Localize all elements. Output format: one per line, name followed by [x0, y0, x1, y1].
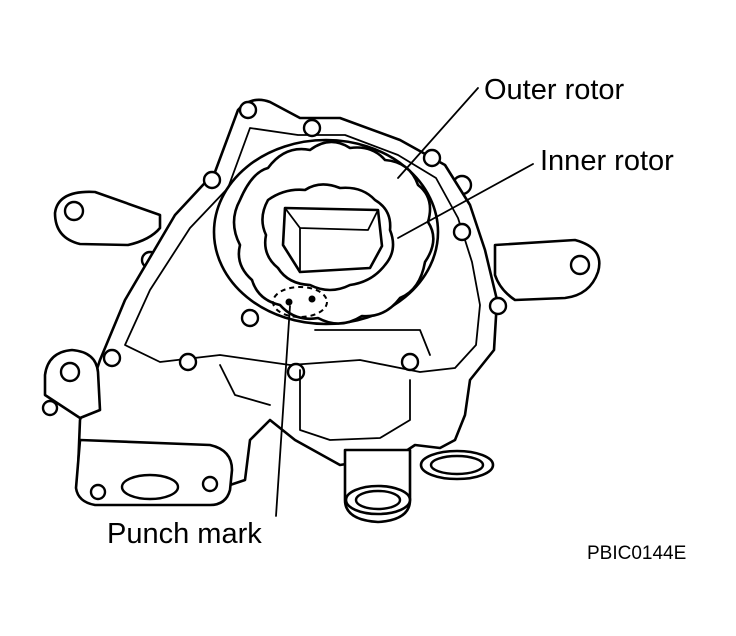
punch-mark-indicator	[272, 286, 328, 318]
outlet-pipe	[343, 448, 412, 524]
outer-rotor-label: Outer rotor	[484, 74, 625, 106]
inner-rotor-leader	[397, 163, 534, 239]
right-mounting-ear	[451, 174, 601, 302]
outer-rotor-leader	[397, 87, 479, 179]
lower-left-flange	[41, 348, 234, 507]
right-port	[419, 449, 495, 481]
punch-mark-label: Punch mark	[107, 518, 262, 550]
inner-rotor	[261, 183, 395, 292]
inner-rotor-label: Inner rotor	[540, 145, 674, 177]
left-mounting-ear	[53, 190, 162, 270]
figure-code: PBIC0144E	[587, 543, 686, 564]
punch-mark-leader	[275, 305, 291, 517]
